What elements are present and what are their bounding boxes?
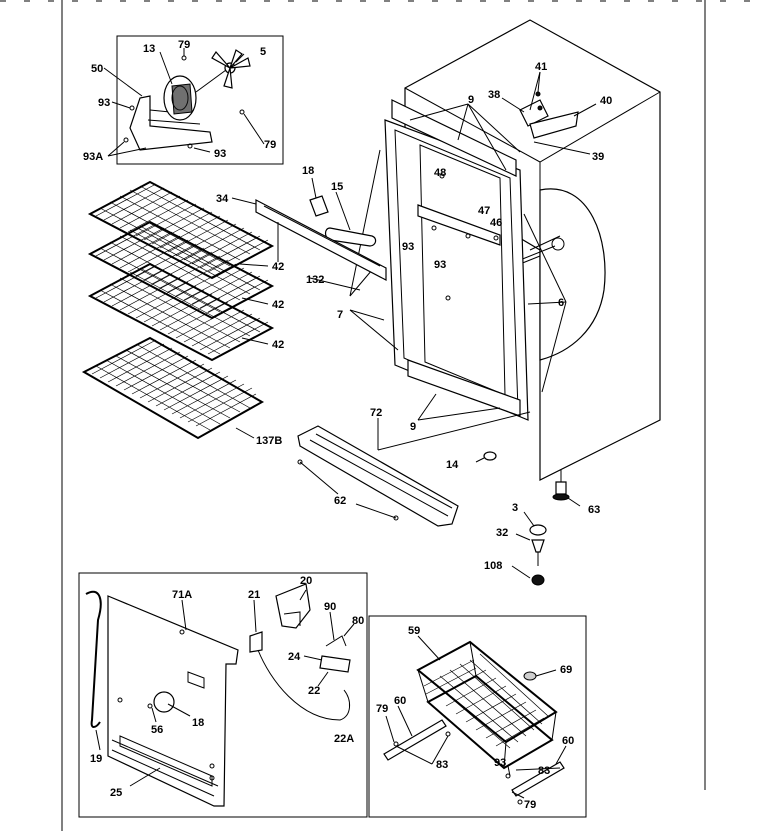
callout-93: 93 <box>434 259 446 271</box>
shelf-3 <box>87 262 275 362</box>
callout-137B: 137B <box>256 435 282 447</box>
callout-79: 79 <box>376 703 388 715</box>
shelf-2 <box>87 220 275 320</box>
roller-14 <box>475 451 497 463</box>
callout-21: 21 <box>248 589 260 601</box>
callout-22: 22 <box>308 685 320 697</box>
callout-3: 3 <box>512 502 518 514</box>
callout-79: 79 <box>524 799 536 811</box>
motor-bracket <box>129 95 213 151</box>
callout-34: 34 <box>216 193 229 205</box>
callout-labels: 79 5 13 50 93 93A 93 79 41 38 40 39 9 18… <box>83 39 612 811</box>
freezer-cabinet <box>384 19 661 501</box>
door-panel-inset <box>78 572 368 818</box>
basket-inset <box>368 615 587 818</box>
callout-56: 56 <box>151 724 163 736</box>
callout-60: 60 <box>394 695 406 707</box>
drip-tray-132 <box>231 197 387 291</box>
callout-93: 93 <box>214 148 226 160</box>
callout-18: 18 <box>302 165 314 177</box>
callout-71A: 71A <box>172 589 192 601</box>
callout-7: 7 <box>337 309 343 321</box>
callout-9: 9 <box>410 421 416 433</box>
callout-79: 79 <box>264 139 276 151</box>
shelf-137B <box>81 336 265 440</box>
callout-46: 46 <box>490 217 502 229</box>
wire-shelves <box>81 180 275 440</box>
callout-24: 24 <box>288 651 301 663</box>
callout-50: 50 <box>91 63 103 75</box>
callout-32: 32 <box>496 527 508 539</box>
callout-93: 93 <box>402 241 414 253</box>
thermostat-assembly <box>501 71 597 155</box>
gasket-leaders <box>349 103 567 421</box>
wire-basket <box>416 640 558 770</box>
callout-63: 63 <box>588 504 600 516</box>
callout-25: 25 <box>110 787 122 799</box>
callout-42: 42 <box>272 299 284 311</box>
callout-80: 80 <box>352 615 364 627</box>
callout-60: 60 <box>562 735 574 747</box>
callout-42: 42 <box>272 261 284 273</box>
callout-20: 20 <box>300 575 312 587</box>
callout-69: 69 <box>560 664 572 676</box>
callout-90: 90 <box>324 601 336 613</box>
callout-59: 59 <box>408 625 420 637</box>
fan-motor-inset <box>103 35 284 165</box>
fan-motor <box>163 75 197 121</box>
toe-grille <box>297 411 531 527</box>
callout-18: 18 <box>192 717 204 729</box>
callout-62: 62 <box>334 495 346 507</box>
callout-41: 41 <box>535 61 547 73</box>
callout-15: 15 <box>331 181 343 193</box>
callout-42: 42 <box>272 339 284 351</box>
callout-47: 47 <box>478 205 490 217</box>
callout-13: 13 <box>143 43 155 55</box>
callout-93A: 93A <box>83 151 103 163</box>
leveling-leg-parts <box>511 497 581 586</box>
callout-6: 6 <box>558 297 564 309</box>
callout-40: 40 <box>600 95 612 107</box>
callout-72: 72 <box>370 407 382 419</box>
callout-83: 83 <box>436 759 448 771</box>
light-and-cover <box>309 177 377 247</box>
callout-48: 48 <box>434 167 446 179</box>
callout-38: 38 <box>488 89 500 101</box>
callout-93: 93 <box>98 97 110 109</box>
callout-79: 79 <box>178 39 190 51</box>
callout-93: 93 <box>494 757 506 769</box>
callout-83: 83 <box>538 765 550 777</box>
fan-blade <box>195 49 251 93</box>
callout-14: 14 <box>446 459 459 471</box>
callout-19: 19 <box>90 753 102 765</box>
callout-108: 108 <box>484 560 502 572</box>
callout-132: 132 <box>306 274 324 286</box>
callout-22A: 22A <box>334 733 354 745</box>
callout-9: 9 <box>468 94 474 106</box>
callout-5: 5 <box>260 46 266 58</box>
callout-39: 39 <box>592 151 604 163</box>
shelf-1 <box>87 180 275 280</box>
